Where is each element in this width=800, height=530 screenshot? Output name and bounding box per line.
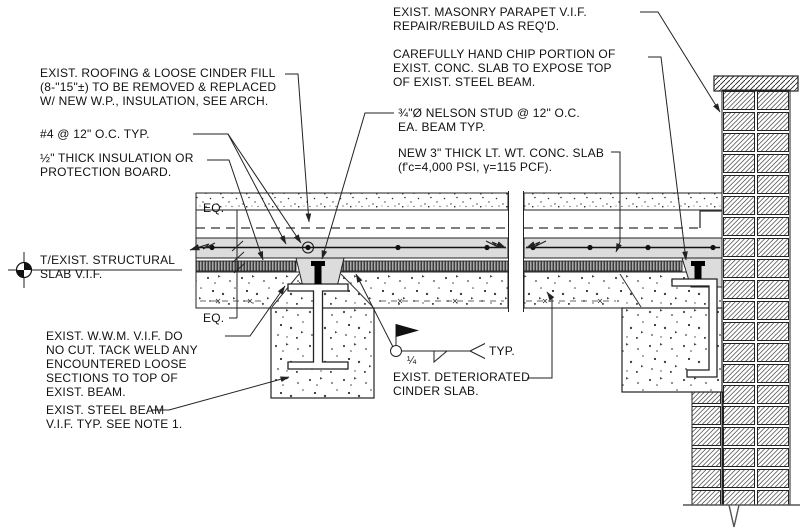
leader-lines: [151, 11, 721, 411]
leader-parapet: [640, 11, 721, 113]
callout-line: EXIST. W.W.M. V.I.F. DO: [46, 329, 183, 343]
callout-line: CAREFULLY HAND CHIP PORTION OF: [393, 47, 616, 61]
callout-line: TYP.: [489, 344, 515, 358]
weld-all-around-icon: [390, 345, 402, 357]
leader-cinder-slab: [527, 291, 555, 379]
highlighted-rebar-circle: [302, 241, 314, 254]
break-arrow-icon: [485, 240, 507, 249]
leader-steel-beam: [151, 376, 290, 411]
callout-line: OF EXIST. STEEL BEAM.: [393, 75, 536, 89]
datum-target-icon: [8, 252, 182, 288]
concrete-encasement-right: [619, 273, 723, 393]
callout-roofing: EXIST. ROOFING & LOOSE CINDER FILL (8-"1…: [40, 66, 276, 108]
callout-line: (f'c=4,000 PSI, γ=115 PCF).: [398, 160, 553, 174]
callout-line: EQ.: [203, 201, 225, 215]
callout-line: #4 @ 12" O.C. TYP.: [40, 127, 150, 141]
callout-line: ¾"Ø NELSON STUD @ 12" O.C.: [398, 106, 580, 120]
callout-line: CINDER SLAB.: [393, 384, 479, 398]
roofing-band: [195, 192, 723, 211]
callout-datum: T/EXIST. STRUCTURAL SLAB V.I.F.: [40, 253, 175, 281]
rebar-dots: [198, 241, 720, 254]
weld-typ-label: TYP.: [489, 344, 515, 358]
callout-line: EA. BEAM TYP.: [398, 120, 486, 134]
callout-cinder-slab: EXIST. DETERIORATED CINDER SLAB.: [393, 370, 530, 398]
leader-new-slab: [611, 151, 622, 253]
callout-line: EXIST. CONC. SLAB TO EXPOSE TOP: [393, 61, 612, 75]
leader-nelson-stud: [321, 112, 394, 260]
callout-line: EXIST. DETERIORATED: [393, 370, 530, 384]
leader-insulation: [207, 159, 264, 261]
break-arrow-icon: [525, 240, 547, 249]
insulation-band: [195, 260, 683, 272]
steel-beam-middle: [287, 283, 349, 370]
callout-hand-chip: CAREFULLY HAND CHIP PORTION OF EXIST. CO…: [393, 47, 616, 89]
eq-label-top: EQ.: [203, 201, 224, 215]
break-arrow-icon: [189, 242, 216, 251]
callout-line: REPAIR/REBUILD AS REQ'D.: [393, 19, 560, 33]
callout-line: W/ NEW W.P., INSULATION, SEE ARCH.: [40, 94, 269, 108]
ground-break-line: [683, 504, 800, 528]
nelson-stud-middle: [311, 261, 325, 284]
leader-hand-chip: [648, 56, 688, 261]
callout-line: NO CUT. TACK WELD ANY: [46, 343, 198, 357]
leader-roofing: [285, 73, 312, 223]
callout-line: EXIST. BEAM.: [46, 385, 126, 399]
callout-line: PROTECTION BOARD.: [40, 165, 172, 179]
eq-label-bottom: EQ.: [203, 311, 224, 325]
break-lines: [189, 188, 547, 314]
callout-line: NEW 3" THICK LT. WT. CONC. SLAB: [398, 146, 605, 160]
callout-line: ½" THICK INSULATION OR: [40, 151, 194, 165]
callout-parapet: EXIST. MASONRY PARAPET V.I.F. REPAIR/REB…: [393, 5, 587, 33]
leader-rebar-b: [227, 133, 302, 244]
callout-rebar: #4 @ 12" O.C. TYP.: [40, 127, 150, 141]
callout-line: SLAB V.I.F.: [40, 267, 103, 281]
callout-nelson-stud: ¾"Ø NELSON STUD @ 12" O.C. EA. BEAM TYP.: [398, 106, 580, 134]
removal-dashed-line: [196, 210, 722, 229]
callout-line: T/EXIST. STRUCTURAL: [40, 253, 176, 267]
callout-insulation: ½" THICK INSULATION OR PROTECTION BOARD.: [40, 151, 194, 179]
field-weld-flag-icon: [396, 324, 419, 337]
steel-beam-right-channel: [671, 278, 718, 378]
callout-steel-beam: EXIST. STEEL BEAM V.I.F. TYP. SEE NOTE 1…: [46, 403, 182, 431]
callout-line: V.I.F. TYP. SEE NOTE 1.: [46, 417, 183, 431]
callout-line: EXIST. STEEL BEAM: [46, 403, 165, 417]
fillet-weld-icon: [433, 350, 448, 364]
nelson-stud-right: [691, 261, 705, 279]
callout-line: ¼: [407, 355, 417, 367]
masonry-parapet-wall: [683, 75, 800, 528]
eq-dimension: [229, 209, 246, 319]
callout-line: EXIST. MASONRY PARAPET V.I.F.: [393, 5, 587, 19]
callout-line: ENCOUNTERED LOOSE: [46, 357, 187, 371]
callout-line: EXIST. ROOFING & LOOSE CINDER FILL: [40, 66, 276, 80]
callout-line: SECTIONS TO TOP OF: [46, 371, 178, 385]
callout-new-slab: NEW 3" THICK LT. WT. CONC. SLAB (f'c=4,0…: [398, 146, 604, 174]
leader-wwm: [225, 285, 286, 337]
parapet-coping-cap: [713, 75, 799, 92]
weld-symbol: [355, 273, 486, 364]
callout-line: EQ.: [203, 311, 225, 325]
callout-line: (8-"15"±) TO BE REMOVED & REPLACED: [40, 80, 277, 94]
callout-wwm: EXIST. W.W.M. V.I.F. DO NO CUT. TACK WEL…: [46, 329, 198, 399]
weld-size-label: ¼: [407, 354, 416, 368]
